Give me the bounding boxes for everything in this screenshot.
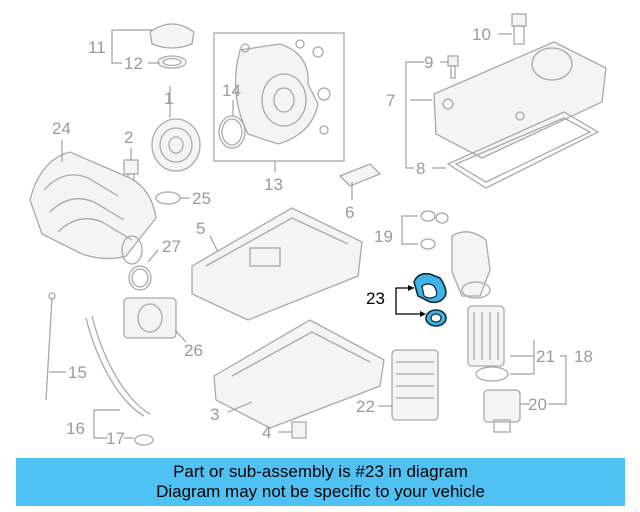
leader-11-12 <box>111 29 160 64</box>
oil-level-sensor <box>338 163 382 200</box>
highlighted-part-23 <box>413 272 447 327</box>
callout-22: 22 <box>356 397 375 416</box>
callout-15: 15 <box>68 363 87 382</box>
timing-cover-frame <box>213 32 345 172</box>
callout-1: 1 <box>164 89 173 108</box>
callout-18: 18 <box>574 347 593 366</box>
intake-manifold <box>29 140 157 265</box>
callout-17: 17 <box>106 429 125 448</box>
vibration-damper <box>151 86 201 172</box>
callout-3: 3 <box>210 405 219 424</box>
pressure-sensor <box>498 13 527 45</box>
callout-16: 16 <box>66 419 85 438</box>
throttle-body <box>123 297 187 343</box>
drain-plug <box>278 421 307 439</box>
callout-4: 4 <box>262 423 271 442</box>
leader-7-8 <box>405 62 414 169</box>
leader-23 <box>395 285 426 317</box>
banner-line-1: Part or sub-assembly is #23 in diagram <box>173 462 468 481</box>
valve-cover-bolt <box>406 55 459 79</box>
throttle-gasket <box>128 249 159 291</box>
callout-2: 2 <box>124 128 133 147</box>
valve-cover <box>410 41 607 159</box>
banner-line-2: Diagram may not be specific to your vehi… <box>156 482 485 501</box>
callout-25: 25 <box>192 189 211 208</box>
upper-oil-pan <box>191 207 363 321</box>
callout-9: 9 <box>424 53 433 72</box>
lower-oil-pan <box>213 319 385 429</box>
dipstick <box>45 292 66 401</box>
oil-filter-housing <box>451 231 491 299</box>
callout-6: 6 <box>345 203 354 222</box>
front-seal <box>218 100 246 149</box>
callout-20: 20 <box>528 395 547 414</box>
callout-19: 19 <box>374 227 393 246</box>
valve-cover-gasket <box>432 111 600 189</box>
callout-7: 7 <box>386 91 395 110</box>
callout-21: 21 <box>536 347 555 366</box>
callout-8: 8 <box>416 159 425 178</box>
manifold-gasket <box>155 191 190 205</box>
oil-cooler <box>378 349 439 421</box>
callout-27: 27 <box>162 237 181 256</box>
dipstick-tube <box>85 315 154 446</box>
callout-23: 23 <box>366 289 385 308</box>
info-banner: Part or sub-assembly is #23 in diagram D… <box>16 458 625 506</box>
callout-11: 11 <box>88 38 106 57</box>
callout-14: 14 <box>222 81 241 100</box>
callout-13: 13 <box>264 175 283 194</box>
callout-26: 26 <box>184 341 203 360</box>
callout-24: 24 <box>52 119 71 138</box>
callout-5: 5 <box>196 219 205 238</box>
callout-10: 10 <box>472 25 491 44</box>
leader-18 <box>548 355 567 405</box>
oil-filter <box>467 305 534 382</box>
filter-cap <box>483 389 530 433</box>
seal-set <box>401 210 449 250</box>
oil-filler-cap <box>149 23 195 69</box>
parts-diagram: 11 12 1 2 13 14 6 <box>29 13 607 448</box>
callout-12: 12 <box>124 54 143 73</box>
